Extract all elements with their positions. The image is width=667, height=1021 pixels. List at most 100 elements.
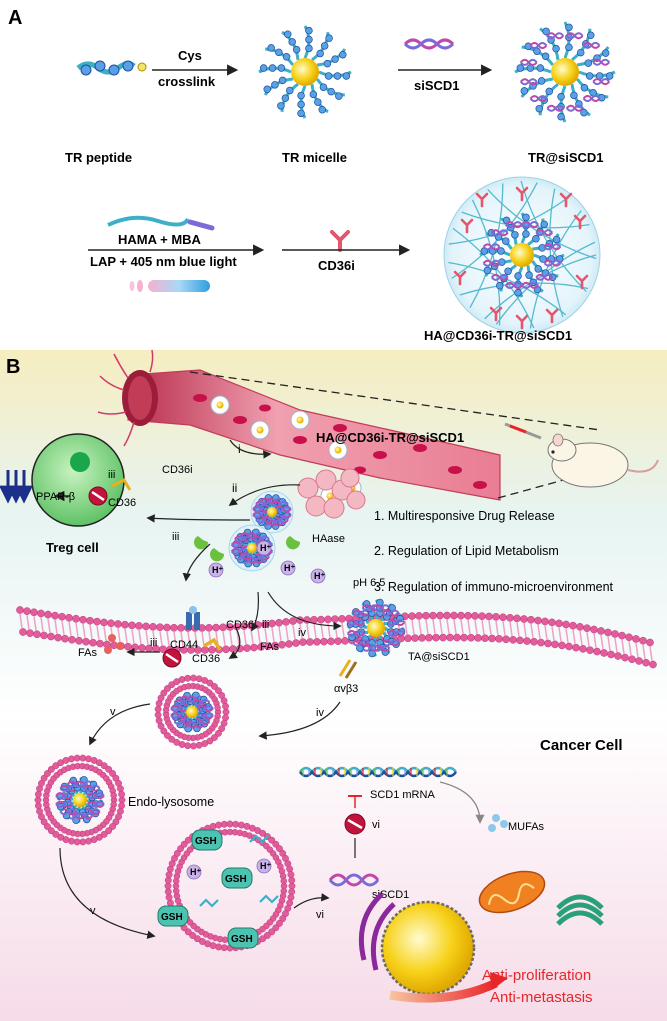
roman-iii-a: iii [172, 531, 179, 543]
fas-label-left: FAs [78, 647, 97, 659]
roman-iv-a: iv [298, 627, 306, 639]
cd36i-step-label: CD36i [318, 258, 355, 273]
cancer-cell-label: Cancer Cell [540, 737, 623, 754]
mouse-icon [504, 422, 659, 488]
ph-label: pH 6.5 [353, 577, 385, 589]
roman-iii-b: iii [150, 637, 157, 649]
arrow-vi-a [293, 893, 330, 909]
inhibit-icon-mrna [344, 813, 366, 835]
arrow-cd36i [228, 627, 241, 659]
outcome-arrow [389, 978, 498, 1003]
cd36i-icon [330, 230, 350, 252]
roman-iii-c: iii [262, 619, 269, 631]
arrow-iii-c [251, 591, 259, 632]
cd36i-treg-label: CD36i [162, 464, 193, 476]
arrow-ii [228, 484, 301, 506]
arrow-iv-b [258, 701, 341, 740]
roman-vi-b: vi [372, 819, 380, 831]
roman-v-a: v [110, 706, 116, 718]
tr-sicd-label: TR@siSCD1 [528, 150, 604, 165]
endo-label: Endo-lysosome [128, 795, 214, 809]
treg-cell [0, 433, 132, 527]
step-cys-label: Cys [178, 48, 202, 63]
arrow-down-left [182, 543, 211, 582]
roman-ii-label: ii [232, 481, 237, 495]
proton-icons [208, 540, 326, 584]
cd36-receptor [203, 637, 222, 651]
cd36-cancer-label: CD36 [192, 653, 220, 665]
gsh-label: GSH [161, 912, 183, 923]
arrow-iv-a [267, 591, 342, 631]
gsh-label: GSH [225, 874, 247, 885]
fas-label-right: FAs [260, 641, 279, 653]
proton-text: H⁺ H⁺ H⁺ H⁺ [212, 543, 325, 581]
tr-sicd-icon [514, 21, 616, 123]
final-nanoparticle-icon [443, 176, 601, 334]
cd36i-cancer-label: CD36i [226, 619, 257, 631]
arrow-v-a [89, 703, 151, 746]
sirna-helix-b [328, 873, 380, 887]
treg-label: Treg cell [46, 540, 99, 555]
outcome-2: Anti-metastasis [490, 989, 593, 1006]
inhibit-icon-treg [88, 486, 108, 506]
avb3-label: αvβ3 [334, 683, 358, 695]
endocytic-vesicle [154, 674, 230, 750]
tr-micelle-icon [258, 25, 352, 119]
panel-a-letter: A [8, 7, 22, 29]
roman-iv-b: iv [316, 707, 324, 719]
roman-iii-treg: iii [108, 469, 115, 481]
list-item-3: 3. Regulation of immuno-microenvironment [374, 580, 614, 594]
list-item-1: 1. Multiresponsive Drug Release [374, 509, 555, 523]
endo-lysosome [34, 754, 126, 846]
panel-b: B i HA@CD36i-TR@siSCD1 [0, 349, 667, 1021]
scd1-mrna [299, 766, 457, 778]
inhibit-icon-cancer [162, 648, 182, 668]
sirna-icon [403, 38, 455, 50]
mufas-label: MUFAs [508, 821, 545, 833]
cd44-receptor [186, 606, 200, 630]
step-crosslink-label: crosslink [158, 74, 216, 89]
arrow-iii-treg [146, 514, 251, 523]
hplus-4: H⁺ [314, 571, 325, 581]
tr-peptide-label: TR peptide [65, 150, 132, 165]
hplus-lyso: H⁺ [190, 867, 201, 877]
roman-v-b: v [90, 905, 96, 917]
arrow-i [229, 439, 272, 459]
gsh-label: GSH [195, 836, 217, 847]
blue-light-icon [129, 280, 210, 292]
panel-a: A TR peptide Cys crosslink TR micelle si… [8, 7, 616, 343]
hama-icon [107, 215, 215, 231]
haase-label: HAase [312, 533, 345, 545]
tumor-cluster [297, 468, 366, 519]
ppar-label: PPAR-β [36, 491, 75, 503]
hplus-1: H⁺ [260, 543, 271, 553]
arrow-mufas [439, 781, 485, 824]
scd1-label: SCD1 mRNA [370, 789, 435, 801]
outcome-1: Anti-proliferation [482, 967, 591, 984]
ta-label: TA@siSCD1 [408, 651, 470, 663]
step-sisc-label: siSCD1 [414, 78, 460, 93]
lap-label: LAP + 405 nm blue light [90, 254, 237, 269]
fas-dots [104, 634, 124, 654]
final-label: HA@CD36i-TR@siSCD1 [424, 328, 572, 343]
mufas-dots [488, 814, 508, 832]
cd36-treg-label: CD36 [108, 497, 136, 509]
tr-peptide-icon [76, 60, 147, 76]
organelles [358, 870, 604, 971]
arrow-v-b [59, 847, 156, 939]
roman-vi-a: vi [316, 909, 324, 921]
cd44-label: CD44 [170, 639, 198, 651]
haase-icons [194, 536, 301, 562]
outcome-arrowhead [490, 972, 508, 990]
tr-micelle-label: TR micelle [282, 150, 347, 165]
avb3-receptor [338, 659, 358, 679]
np-label-b: HA@CD36i-TR@siSCD1 [316, 430, 464, 445]
hama-label: HAMA + MBA [118, 232, 202, 247]
hplus-2: H⁺ [284, 563, 295, 573]
list-item-2: 2. Regulation of Lipid Metabolism [374, 544, 559, 558]
nucleus [380, 900, 476, 996]
hplus-3: H⁺ [212, 565, 223, 575]
